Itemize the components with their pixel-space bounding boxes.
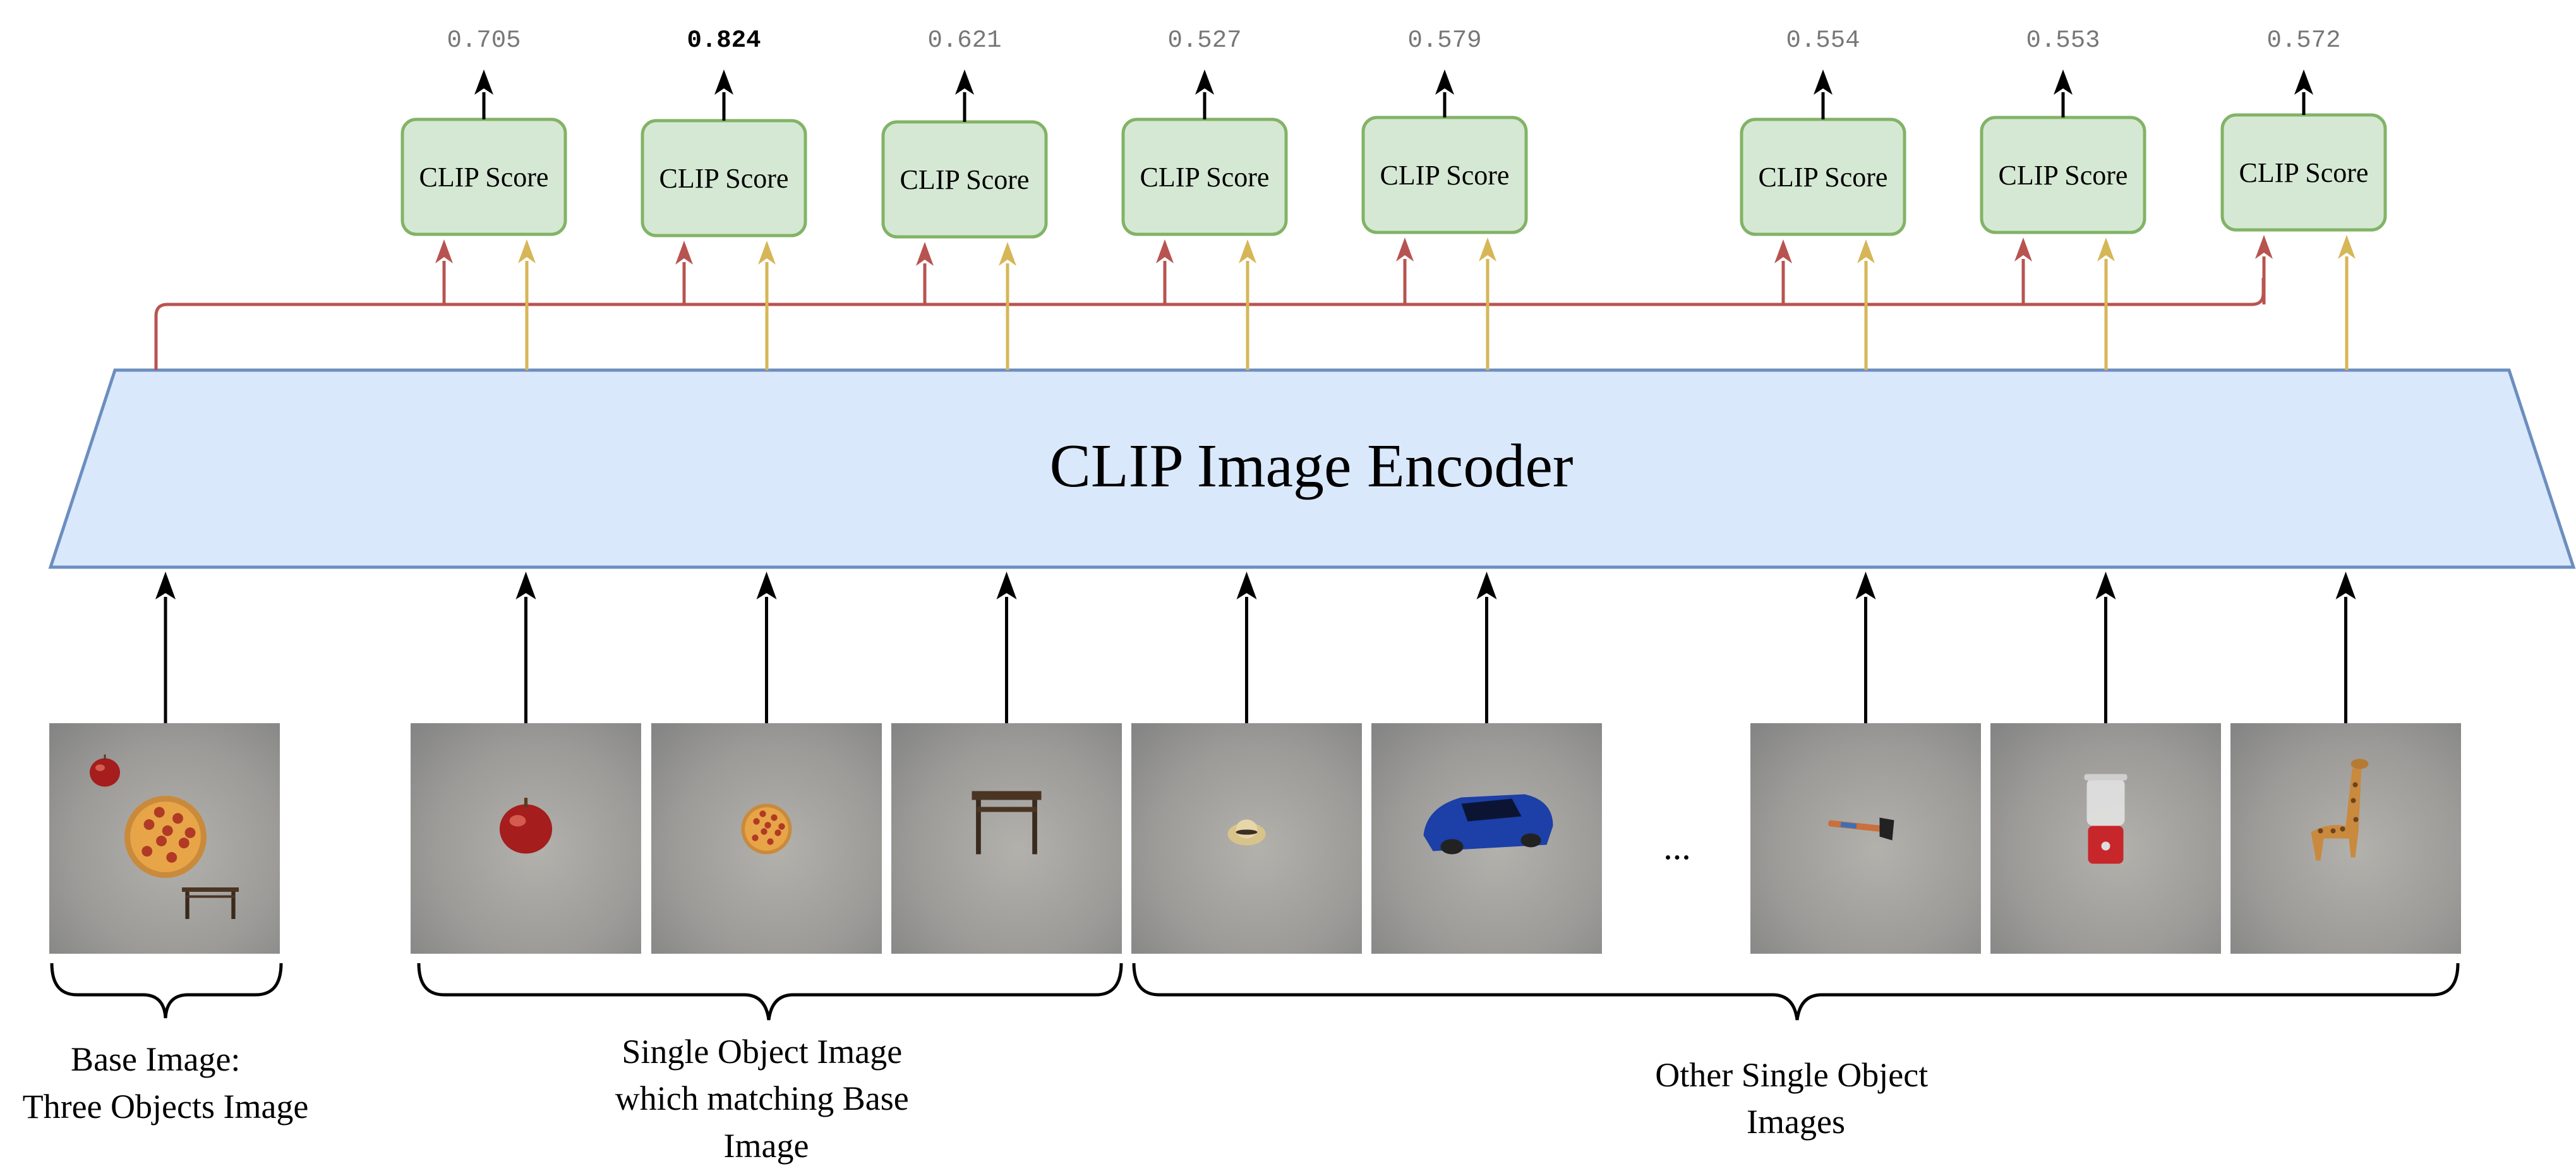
single-embedding-arrow (758, 241, 776, 370)
image-input-arrow (1476, 572, 1497, 723)
ellipsis: ... (1663, 826, 1691, 867)
clip-score-label: CLIP Score (2239, 157, 2369, 188)
matching-brace (417, 963, 1123, 1021)
single-embedding-arrow (518, 239, 536, 370)
pizza-image (651, 723, 882, 954)
score-output-arrow (1814, 69, 1833, 119)
encoder-label: CLIP Image Encoder (1049, 432, 1573, 500)
base-caption: Base Image: Three Objects Image (23, 1040, 309, 1126)
score-value: 0.527 (1167, 27, 1241, 54)
score-output-arrow (2294, 69, 2313, 115)
table-image (891, 723, 1122, 954)
score-output-arrow (955, 69, 974, 122)
base-embedding-arrow (435, 239, 453, 304)
image-input-arrow (2095, 572, 2116, 723)
base-embedding-arrow (1156, 239, 1174, 304)
base-embedding-arrow (916, 242, 934, 304)
matching-caption-line-1: Single Object Image (622, 1033, 902, 1071)
base-brace (50, 963, 283, 1019)
single-embedding-arrow (1239, 239, 1256, 370)
image-input-arrow (2335, 572, 2356, 723)
image-input-arrow (756, 572, 777, 723)
single-embedding-arrow (1857, 239, 1875, 370)
image-group (49, 723, 2461, 954)
single-embedding-arrow (1479, 237, 1496, 370)
giraffe-image (2230, 723, 2461, 954)
score-value: 0.824 (687, 27, 761, 54)
score-value: 0.554 (1786, 27, 1860, 54)
base-caption-line-1: Base Image: (71, 1040, 240, 1078)
base-caption-line-2: Three Objects Image (23, 1088, 309, 1126)
single-embedding-arrow (2338, 235, 2356, 370)
other-caption: Other Single Object Images (1655, 1056, 1936, 1141)
clip-score-label: CLIP Score (1380, 160, 1510, 191)
base-embedding-arrow (675, 241, 693, 304)
connectors (155, 235, 2356, 723)
matching-caption-line-2: which matching Base (615, 1079, 909, 1117)
base-embedding-arrow (1774, 239, 1792, 304)
matching-caption: Single Object Image which matching Base … (615, 1033, 917, 1165)
image-input-arrow (155, 572, 176, 723)
score-output-arrow (1435, 69, 1454, 117)
single-embedding-arrow (999, 242, 1016, 370)
clip-image-encoder (48, 368, 2576, 569)
image-input-arrow (1855, 572, 1876, 723)
apple-image (411, 723, 641, 954)
other-caption-line-2: Images (1747, 1103, 1845, 1141)
score-output-arrow (474, 69, 493, 119)
base-embedding-arrow (2014, 237, 2032, 304)
score-value: 0.705 (447, 27, 521, 54)
base-embedding-arrow (1396, 237, 1414, 304)
car-image (1371, 723, 1602, 954)
score-output-arrow (1195, 69, 1214, 119)
hat-image (1131, 723, 1362, 954)
clip-score-label: CLIP Score (1999, 160, 2128, 191)
matching-caption-line-3: Image (724, 1127, 809, 1165)
other-brace (1132, 963, 2460, 1021)
score-output-arrow (2054, 69, 2073, 117)
score-value: 0.572 (2266, 27, 2340, 54)
clip-score-label: CLIP Score (900, 164, 1030, 195)
clip-score-label: CLIP Score (419, 162, 549, 193)
image-input-arrow (515, 572, 536, 723)
score-output-arrow (714, 69, 733, 121)
clip-score-label: CLIP Score (659, 163, 789, 194)
score-value: 0.579 (1407, 27, 1481, 54)
clip-score-label: CLIP Score (1759, 162, 1888, 193)
base-three-objects-image (49, 723, 280, 954)
single-embedding-arrow (2097, 237, 2115, 370)
blender-image (1990, 723, 2221, 954)
other-caption-line-1: Other Single Object (1655, 1056, 1928, 1094)
score-value: 0.553 (2026, 27, 2100, 54)
base-embedding-line (154, 278, 2265, 370)
image-input-arrow (996, 572, 1017, 723)
axe-image (1750, 723, 1981, 954)
image-input-arrow (1236, 572, 1257, 723)
clip-score-label: CLIP Score (1140, 162, 1270, 193)
base-embedding-arrow (2255, 235, 2273, 304)
score-value: 0.621 (927, 27, 1001, 54)
